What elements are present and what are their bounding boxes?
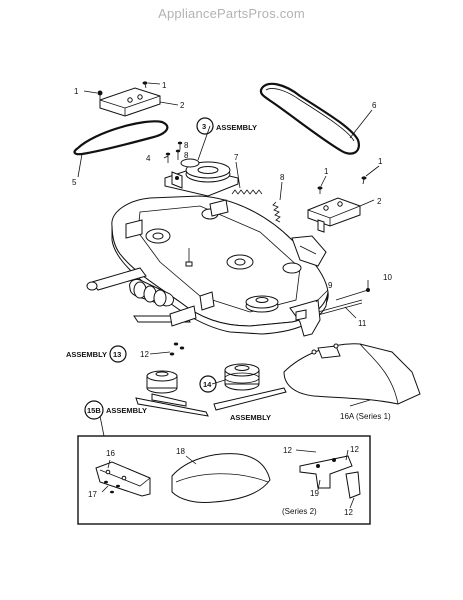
label-11: 11 bbox=[358, 319, 367, 328]
bolt-10 bbox=[335, 288, 370, 301]
label-assembly-3: ASSEMBLY bbox=[216, 123, 257, 132]
assembly-15b-box bbox=[77, 435, 371, 525]
label-10: 10 bbox=[383, 273, 392, 282]
bolts-17 bbox=[104, 480, 120, 494]
bracket-19 bbox=[299, 455, 361, 499]
bolt-1a bbox=[97, 90, 103, 100]
label-19: 19 bbox=[310, 489, 319, 498]
belt-5 bbox=[73, 120, 169, 156]
label-assembly-13: ASSEMBLY bbox=[66, 350, 107, 359]
discharge-chute-16a bbox=[283, 343, 421, 405]
front-rollers bbox=[86, 267, 197, 327]
bolt-1b bbox=[142, 81, 148, 89]
idler-assembly-3 bbox=[164, 158, 239, 197]
label-16a: 16A (Series 1) bbox=[340, 412, 391, 421]
label-8a: 8 bbox=[184, 141, 189, 150]
chute-18 bbox=[171, 453, 271, 503]
label-18: 18 bbox=[176, 447, 185, 456]
watermark: AppliancePartsPros.com bbox=[158, 6, 305, 21]
blade-assembly-14 bbox=[213, 363, 287, 411]
rod-11 bbox=[317, 299, 363, 316]
label-17: 17 bbox=[88, 490, 97, 499]
callout-circle-15b bbox=[84, 400, 104, 420]
label-1a: 1 bbox=[74, 87, 79, 96]
label-12d: 12 bbox=[344, 508, 353, 517]
label-14: 14 bbox=[203, 380, 212, 389]
label-assembly-14: ASSEMBLY bbox=[230, 413, 271, 422]
bolts-12 bbox=[169, 342, 185, 356]
callout-circle-13 bbox=[109, 345, 127, 363]
bolts-4 bbox=[165, 141, 183, 163]
label-12b: 12 bbox=[283, 446, 292, 455]
label-8c: 8 bbox=[280, 173, 285, 182]
label-13: 13 bbox=[113, 350, 121, 359]
label-1d: 1 bbox=[378, 157, 383, 166]
callout-circle-14 bbox=[199, 375, 217, 393]
part-labels: 1 1 2 5 6 3 ASSEMBLY 4 8 8 7 8 1 1 2 10 … bbox=[66, 81, 392, 517]
spring-8 bbox=[272, 201, 281, 223]
label-7: 7 bbox=[234, 153, 239, 162]
label-12a: 12 bbox=[140, 350, 149, 359]
label-9: 9 bbox=[328, 281, 333, 290]
leader-lines bbox=[77, 82, 380, 509]
bracket-16 bbox=[95, 461, 151, 497]
bracket-9 bbox=[289, 299, 321, 337]
label-3: 3 bbox=[202, 122, 206, 131]
bracket-2-top bbox=[99, 87, 161, 117]
label-1c: 1 bbox=[324, 167, 329, 176]
blade-assembly-13 bbox=[135, 370, 209, 417]
bolt-1c bbox=[317, 186, 323, 194]
belt-6 bbox=[259, 82, 360, 155]
label-12c: 12 bbox=[350, 445, 359, 454]
label-assembly-15b: ASSEMBLY bbox=[106, 406, 147, 415]
callout-circle-3 bbox=[196, 117, 214, 135]
label-1b: 1 bbox=[162, 81, 167, 90]
label-16: 16 bbox=[106, 449, 115, 458]
label-series-2: (Series 2) bbox=[282, 507, 317, 516]
label-4: 4 bbox=[146, 154, 151, 163]
spring-7 bbox=[231, 189, 263, 195]
label-5: 5 bbox=[72, 178, 77, 187]
bracket-2-right bbox=[307, 197, 361, 233]
label-2b: 2 bbox=[377, 197, 382, 206]
label-8b: 8 bbox=[184, 151, 189, 160]
label-2a: 2 bbox=[180, 101, 185, 110]
label-6: 6 bbox=[372, 101, 377, 110]
bolt-1d bbox=[361, 176, 367, 185]
label-15b: 15B bbox=[87, 406, 101, 415]
